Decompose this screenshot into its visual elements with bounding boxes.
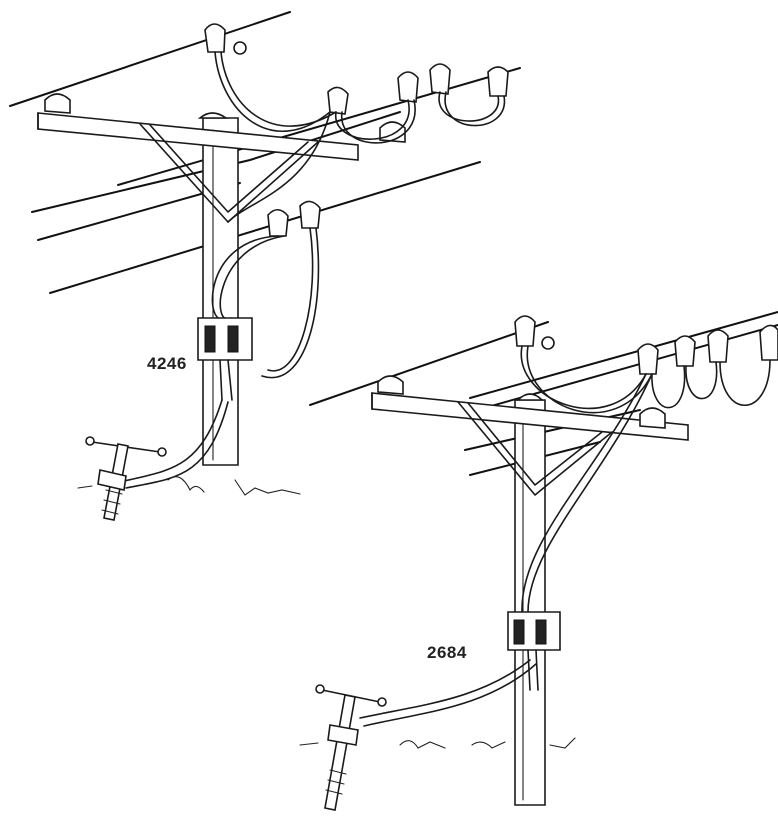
pole-a-wire-mid [117, 67, 521, 186]
pole-a-ground-lead [119, 399, 229, 489]
pole-a-ground-line [77, 476, 301, 496]
figure-label-2684: 2684 [427, 643, 467, 662]
pole-b-jumper-cables [520, 345, 771, 613]
figure-label-4246: 4246 [147, 354, 187, 373]
pole-a-assembly [9, 11, 521, 521]
pole-a-cluster-clamp [197, 317, 253, 401]
pole-b-clamps [514, 315, 778, 375]
pole-a-wire-top [9, 11, 291, 107]
pole-b-crossarm [371, 392, 689, 496]
pole-a [202, 117, 239, 466]
pole-a-wire-bottom [49, 161, 481, 294]
pole-b-wire-top [309, 321, 549, 406]
pole-b-wire-mid-2 [469, 311, 778, 399]
pole-a-jumper-cables [211, 51, 506, 379]
pole-b-ground-line [299, 737, 576, 749]
pole-b-ground-lead [359, 659, 537, 727]
pole-a-clamps [204, 23, 509, 237]
pole-b-ground-rod [315, 684, 387, 811]
pole-a-insulators [44, 93, 406, 143]
pole-a-ground-rod [85, 436, 167, 521]
pole-b-assembly [299, 311, 778, 811]
pole-b [514, 399, 546, 806]
pole-a-wire-left-1 [31, 111, 401, 213]
pole-b-insulators [377, 375, 666, 429]
